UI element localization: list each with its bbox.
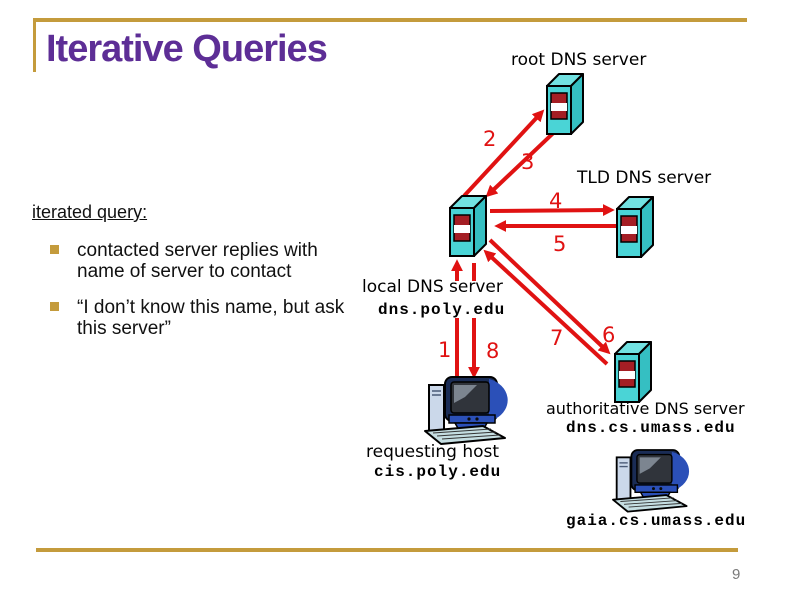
gaia-hostname: gaia.cs.umass.edu: [566, 512, 747, 530]
arrow-step-2: [462, 109, 545, 198]
arrow-step-6: [488, 238, 611, 355]
step-number-6: 6: [602, 323, 616, 347]
requesting-host-label: requesting host: [366, 442, 500, 462]
bullet-text: contacted server replies with name of se…: [77, 240, 318, 282]
bullet-item: contacted server replies with name of se…: [50, 240, 370, 282]
iterated-query-heading: iterated query:: [32, 202, 148, 222]
step-number-7: 7: [550, 326, 564, 350]
bullet-square-icon: [50, 245, 59, 254]
authoritative-dns-server-icon: [614, 341, 652, 403]
gaia-host-computer-icon: [612, 449, 690, 513]
local-dns-server-icon: [449, 195, 487, 257]
tld-dns-server-label: TLD DNS server: [577, 168, 712, 188]
local-dns-server-label: local DNS server: [362, 277, 503, 297]
authoritative-hostname: dns.cs.umass.edu: [566, 419, 736, 437]
bullet-text: “I don’t know this name, but ask this se…: [77, 297, 345, 339]
local-dns-hostname: dns.poly.edu: [378, 301, 506, 319]
step-number-2: 2: [483, 127, 497, 151]
step-number-3: 3: [521, 150, 535, 174]
requesting-hostname: cis.poly.edu: [374, 463, 502, 481]
root-dns-server-label: root DNS server: [511, 50, 647, 70]
bullet-item: “I don’t know this name, but ask this se…: [50, 297, 370, 339]
requesting-host-computer-icon: [424, 376, 509, 445]
top-accent-rule: [33, 18, 747, 22]
slide-title: Iterative Queries: [46, 28, 328, 70]
title-accent-rule: [33, 18, 36, 72]
arrow-step-7: [483, 249, 609, 366]
bullet-list: contacted server replies with name of se…: [50, 240, 370, 354]
arrow-step-4: [489, 204, 615, 217]
root-dns-server-icon: [546, 73, 584, 135]
step-number-8: 8: [486, 339, 500, 363]
authoritative-dns-server-label: authoritative DNS server: [546, 399, 745, 418]
tld-dns-server-icon: [616, 196, 654, 258]
step-number-5: 5: [553, 232, 567, 256]
page-number: 9: [732, 566, 741, 583]
bullet-square-icon: [50, 302, 59, 311]
step-number-4: 4: [549, 189, 563, 213]
bottom-accent-rule: [36, 548, 738, 552]
step-number-1: 1: [438, 338, 452, 362]
